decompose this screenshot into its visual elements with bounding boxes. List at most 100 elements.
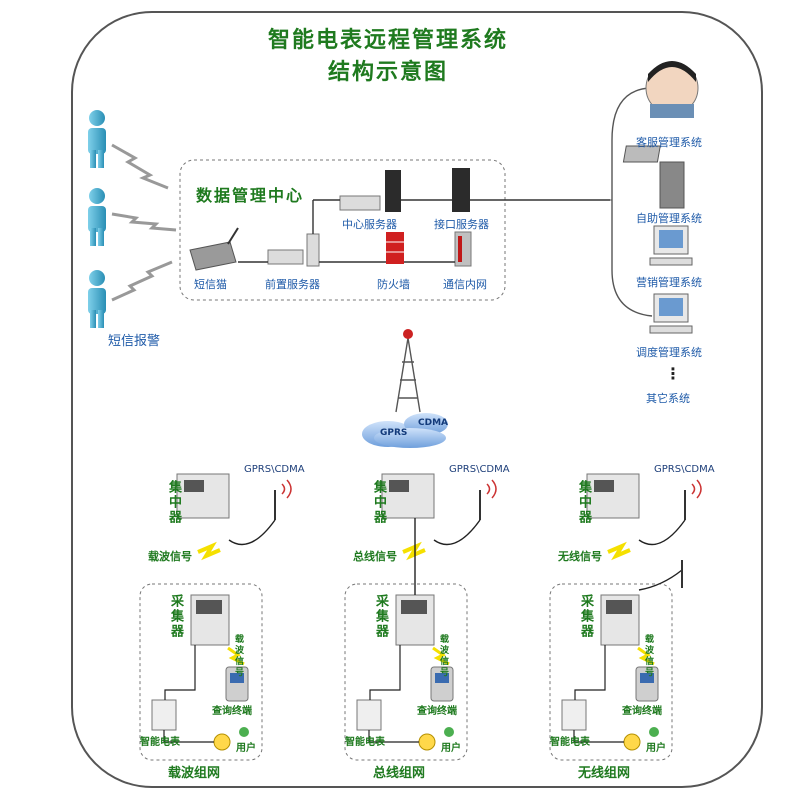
query-terminal-label: 查询终端 xyxy=(417,706,457,717)
collector-display xyxy=(606,600,632,614)
user-label: 用户 xyxy=(646,743,666,754)
user-icon xyxy=(239,727,249,737)
antenna-label: GPRS\CDMA xyxy=(654,464,715,475)
collector-signal-label: 载波信号 xyxy=(233,634,243,678)
collector-display xyxy=(196,600,222,614)
sms-modem-icon xyxy=(189,227,239,271)
user-label: 用户 xyxy=(441,743,461,754)
network-caption: 载波组网 xyxy=(168,766,221,781)
concentrator-label: 集中器 xyxy=(576,480,591,525)
person-icon xyxy=(88,110,106,168)
concentrator-display xyxy=(389,480,409,492)
link-signal-label: 载波信号 xyxy=(148,550,192,563)
person-icon xyxy=(88,270,106,328)
concentrator-label: 集中器 xyxy=(371,480,386,525)
user-bulb-icon xyxy=(418,733,436,751)
meter-wire xyxy=(368,730,419,743)
collector-signal-bolt-icon xyxy=(637,646,655,666)
customer-service-system-label: 客服管理系统 xyxy=(636,136,702,149)
outer-frame xyxy=(71,11,763,788)
diagram-title: 智能电表远程管理系统 xyxy=(268,28,509,53)
concentrator-label: 集中器 xyxy=(166,480,181,525)
sms-modem-label: 短信猫 xyxy=(194,278,227,291)
query-terminal-screen xyxy=(230,673,244,683)
smart-meter-label: 智能电表 xyxy=(140,737,180,748)
query-terminal-label: 查询终端 xyxy=(212,706,252,717)
link-signal-label: 总线信号 xyxy=(353,550,397,563)
collector-signal-bolt-icon xyxy=(227,646,245,666)
gprs-cdma-cloud-icon xyxy=(362,413,448,448)
network-group xyxy=(344,473,497,761)
gprs-cloud-label: GPRS xyxy=(380,428,408,438)
user-icon xyxy=(649,727,659,737)
query-terminal-screen xyxy=(435,673,449,683)
collector-label: 采集器 xyxy=(373,594,388,639)
collector-label: 采集器 xyxy=(168,594,183,639)
smart-meter-icon xyxy=(356,699,382,731)
data-center-box xyxy=(179,159,506,301)
user-bulb-icon xyxy=(213,733,231,751)
meter-wire xyxy=(573,730,624,743)
antenna-cable xyxy=(638,519,686,546)
link-signal-label: 无线信号 xyxy=(558,550,602,563)
collector-signal-bolt-icon xyxy=(432,646,450,666)
concentrator-display xyxy=(594,480,614,492)
front-server-label: 前置服务器 xyxy=(265,278,320,291)
network-group xyxy=(549,473,702,761)
radio-tower-icon xyxy=(395,329,421,413)
sms-alarm-label: 短信报警 xyxy=(108,334,161,349)
dispatch-system-label: 调度管理系统 xyxy=(636,346,702,359)
antenna-wave-icon xyxy=(486,479,497,499)
cdma-cloud-label: CDMA xyxy=(418,418,448,428)
front-server-icon xyxy=(267,233,320,267)
right-bracket xyxy=(611,87,653,317)
intranet-icon xyxy=(454,231,472,267)
firewall-icon xyxy=(386,232,404,264)
network-group-box xyxy=(549,583,673,761)
user-icon xyxy=(444,727,454,737)
data-center-links xyxy=(238,199,610,263)
signal-zigzag-icon xyxy=(111,212,177,232)
ellipsis-icon: ⋮ xyxy=(665,364,681,383)
person-icon xyxy=(88,188,106,246)
antenna-label: GPRS\CDMA xyxy=(449,464,510,475)
interface-server-label: 接口服务器 xyxy=(434,218,489,231)
collector-wire xyxy=(369,645,401,700)
network-group-box xyxy=(344,583,468,761)
self-service-system-label: 自助管理系统 xyxy=(636,212,702,225)
smart-meter-label: 智能电表 xyxy=(550,737,590,748)
center-server-icon xyxy=(339,170,401,212)
user-label: 用户 xyxy=(236,743,256,754)
intranet-label: 通信内网 xyxy=(443,278,487,291)
signal-bolt-icon xyxy=(607,541,631,561)
collector-display xyxy=(401,600,427,614)
signal-bolt-icon xyxy=(197,541,221,561)
computer-icon xyxy=(649,225,693,266)
smart-meter-icon xyxy=(561,699,587,731)
collector-wire xyxy=(574,645,606,700)
collector-label: 采集器 xyxy=(578,594,593,639)
kiosk-icon xyxy=(622,145,685,209)
interface-server-icon xyxy=(452,168,470,212)
computer-icon xyxy=(649,293,693,334)
concentrator-display xyxy=(184,480,204,492)
data-center-label: 数据管理中心 xyxy=(196,186,305,205)
antenna-wave-icon xyxy=(691,479,702,499)
collector-signal-label: 载波信号 xyxy=(643,634,653,678)
network-caption: 总线组网 xyxy=(373,766,426,781)
smart-meter-icon xyxy=(151,699,177,731)
collector-wire xyxy=(164,645,196,700)
meter-wire xyxy=(163,730,214,743)
network-group xyxy=(139,473,292,761)
center-server-label: 中心服务器 xyxy=(342,218,397,231)
signal-bolt-icon xyxy=(402,541,426,561)
signal-zigzag-icon xyxy=(111,143,169,190)
operator-avatar xyxy=(645,61,699,118)
antenna-wave-icon xyxy=(281,479,292,499)
wireless-cable xyxy=(638,569,683,591)
antenna-cable xyxy=(228,519,276,546)
diagram-subtitle: 结构示意图 xyxy=(328,60,449,85)
smart-meter-label: 智能电表 xyxy=(345,737,385,748)
marketing-system-label: 营销管理系统 xyxy=(636,276,702,289)
query-terminal-label: 查询终端 xyxy=(622,706,662,717)
